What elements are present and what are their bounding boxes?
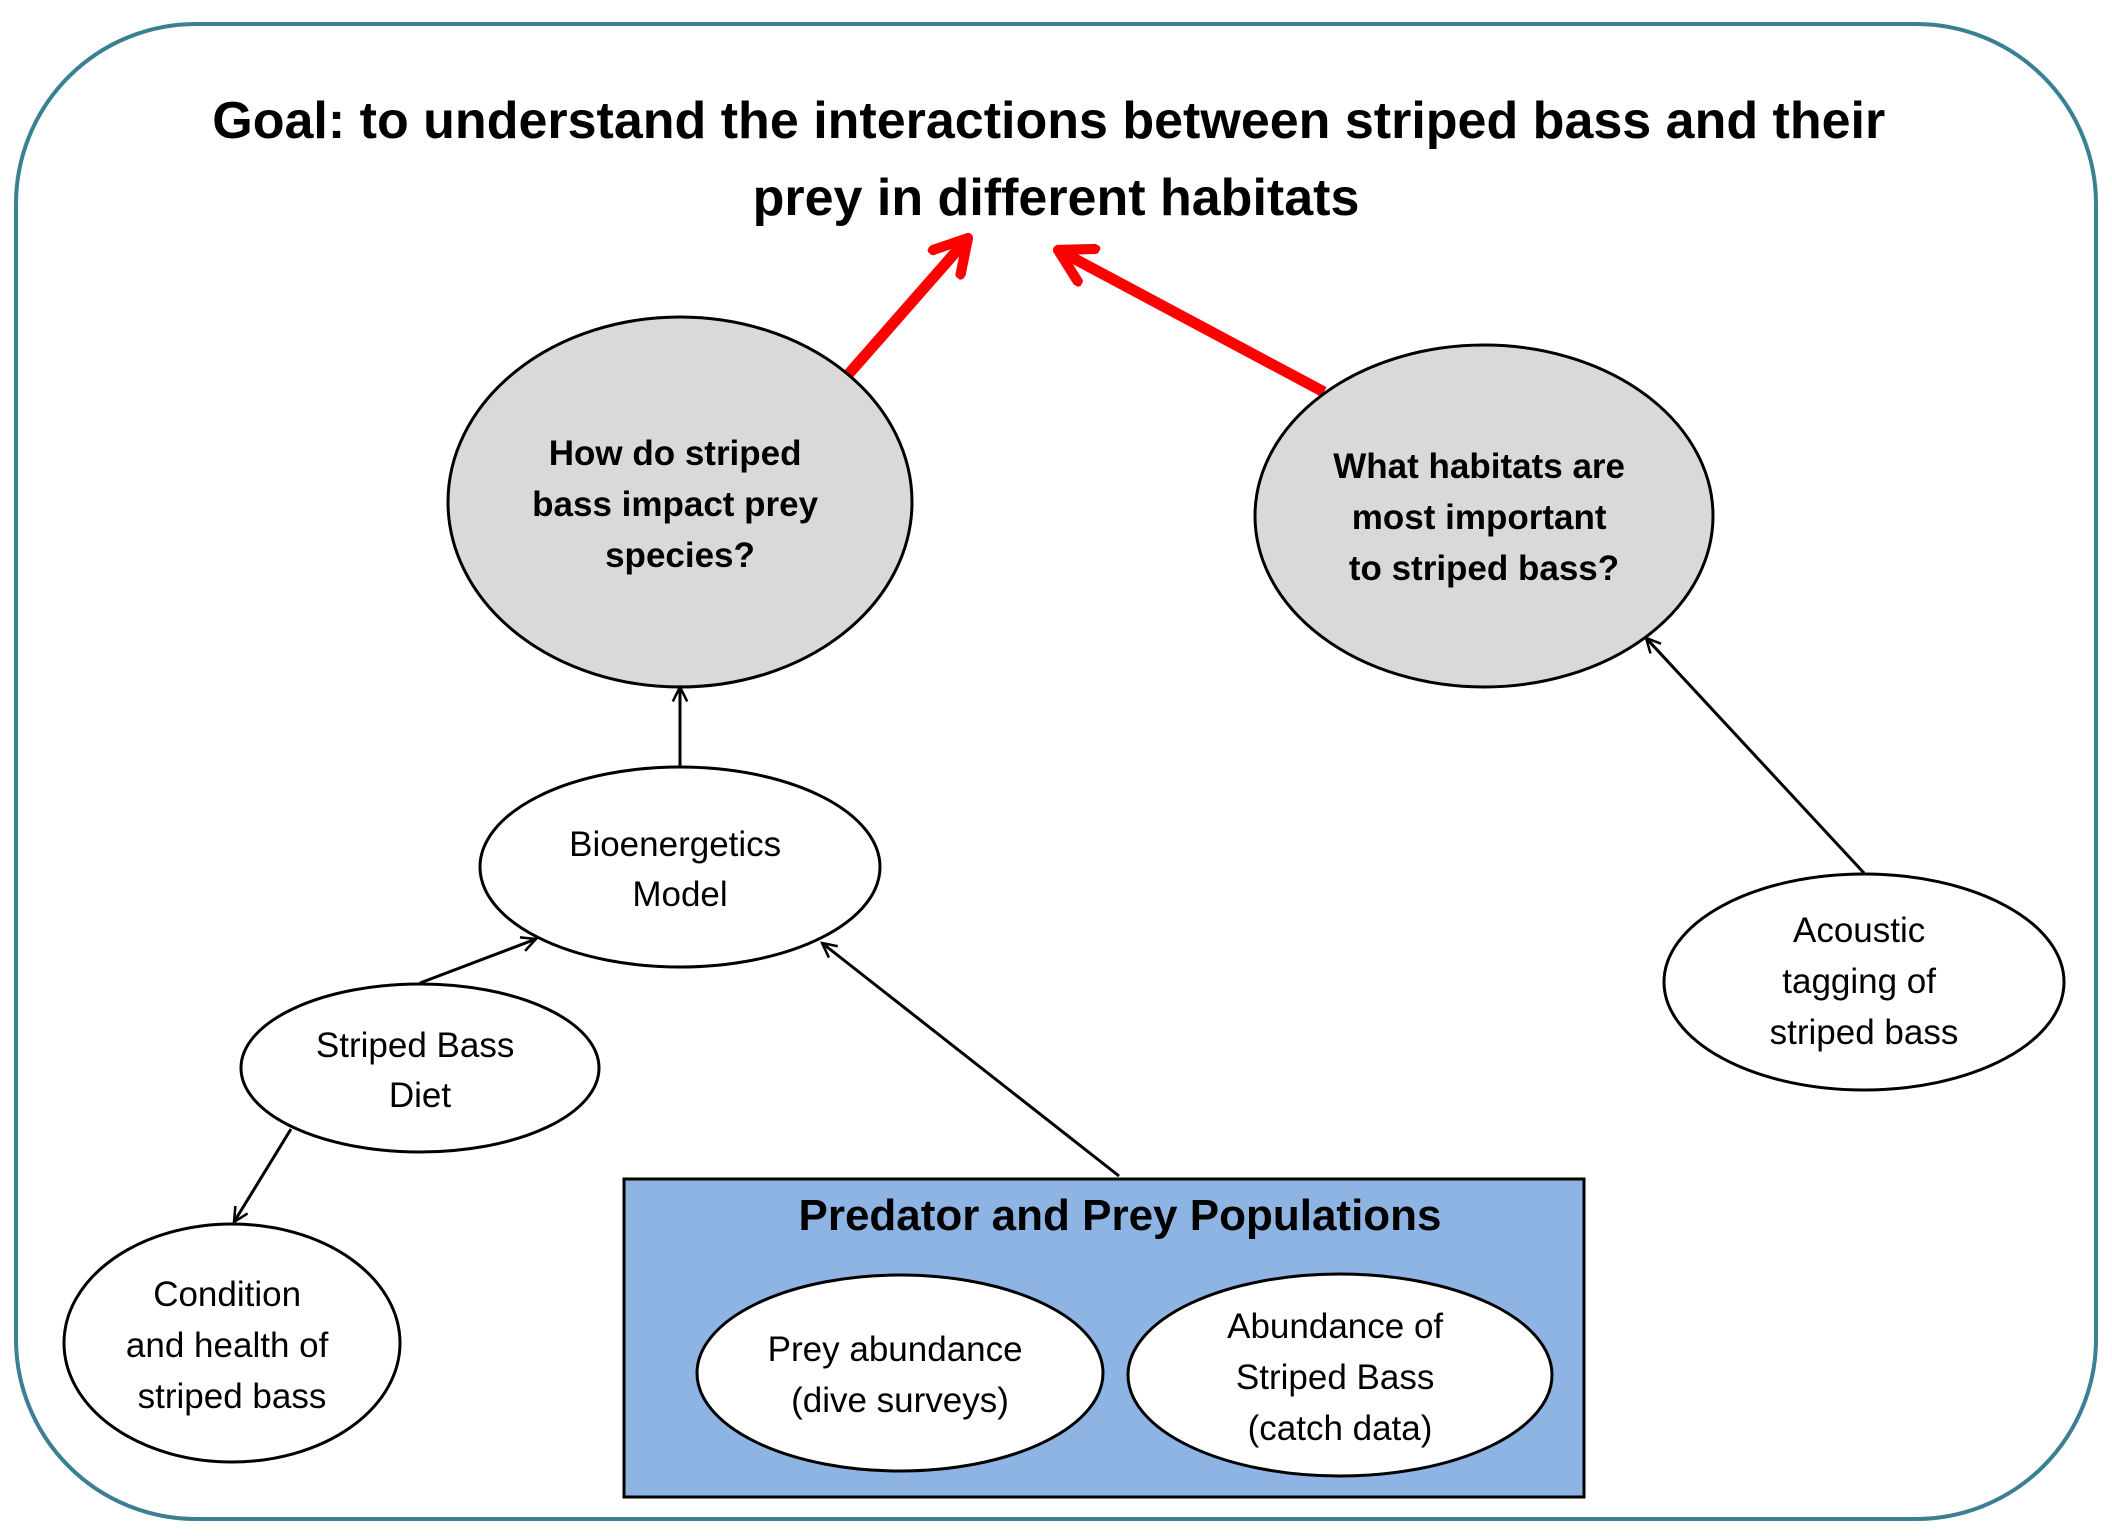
- arrow-diet-to-bioenergetics: [419, 939, 536, 985]
- node-diet-line-2: Diet: [389, 1076, 452, 1115]
- node-prey-abundance[interactable]: Prey abundance (dive surveys): [695, 1273, 1105, 1473]
- goal-title-line-2: prey in different habitats: [753, 169, 1360, 227]
- svg-text:Abundance of Striped B: Abundance of Striped Bass (catch data): [1227, 1307, 1453, 1448]
- node-condition-line-3: striped bass: [138, 1377, 327, 1416]
- question-habitats-line-3: to striped bass?: [1349, 549, 1619, 588]
- question-impact-line-1: How do striped: [549, 434, 802, 473]
- populations-box-title: Predator and Prey Populations: [798, 1191, 1441, 1240]
- question-habitats-line-1: What habitats are: [1333, 447, 1625, 486]
- node-diet[interactable]: Striped Bass Diet: [239, 982, 601, 1154]
- node-bass-abundance-line-2: Striped Bass: [1236, 1358, 1434, 1397]
- node-bass-abundance-line-1: Abundance of: [1227, 1307, 1443, 1346]
- svg-text:Bioenergetics Model: Bioenergetics Model: [569, 825, 791, 914]
- node-acoustic-line-1: Acoustic: [1793, 911, 1925, 950]
- populations-box[interactable]: Predator and Prey Populations Prey abund…: [622, 1177, 1586, 1499]
- goal-title-line-1: Goal: to understand the interactions bet…: [212, 92, 1885, 150]
- node-prey-abundance-line-1: Prey abundance: [768, 1330, 1023, 1369]
- node-acoustic[interactable]: Acoustic tagging of striped bass: [1662, 872, 2066, 1092]
- svg-text:How do striped bass impa: How do striped bass impact prey species?: [532, 434, 828, 575]
- arrow-habitats-to-goal: [1058, 250, 1327, 397]
- svg-text:What habitats are most i: What habitats are most important to stri…: [1333, 447, 1634, 588]
- arrow-acoustic-to-habitats: [1646, 638, 1866, 875]
- node-acoustic-line-3: striped bass: [1770, 1013, 1959, 1052]
- node-condition-line-2: and health of: [126, 1326, 329, 1365]
- question-impact-line-2: bass impact prey: [532, 485, 818, 524]
- question-habitats[interactable]: What habitats are most important to stri…: [1253, 343, 1715, 689]
- node-bass-abundance-line-3: (catch data): [1248, 1409, 1433, 1448]
- node-prey-abundance-line-2: (dive surveys): [791, 1381, 1009, 1420]
- node-acoustic-line-2: tagging of: [1782, 962, 1936, 1001]
- node-diet-line-1: Striped Bass: [316, 1026, 514, 1065]
- svg-text:Prey abundance (dive s: Prey abundance (dive surveys): [768, 1330, 1033, 1420]
- node-condition[interactable]: Condition and health of striped bass: [62, 1222, 402, 1464]
- arrow-impact-to-goal: [841, 238, 968, 381]
- svg-text:Acoustic tagging of: Acoustic tagging of striped bass: [1770, 911, 1959, 1052]
- arrow-populations-to-bioenergetics: [822, 943, 1120, 1178]
- node-bioenergetics-line-2: Model: [632, 875, 727, 914]
- arrow-diet-to-condition: [234, 1128, 293, 1222]
- question-habitats-line-2: most important: [1352, 498, 1607, 537]
- question-impact-line-3: species?: [605, 536, 755, 575]
- node-bioenergetics[interactable]: Bioenergetics Model: [478, 765, 882, 969]
- node-condition-line-1: Condition: [153, 1275, 301, 1314]
- question-impact[interactable]: How do striped bass impact prey species?: [446, 315, 914, 689]
- node-bass-abundance[interactable]: Abundance of Striped Bass (catch data): [1126, 1272, 1554, 1478]
- svg-text:Striped Bass Diet: Striped Bass Diet: [316, 1026, 524, 1115]
- svg-text:Condition and health of: Condition and health of striped bass: [126, 1275, 338, 1416]
- node-bioenergetics-line-1: Bioenergetics: [569, 825, 781, 864]
- goal-title: Goal: to understand the interactions bet…: [212, 92, 1899, 227]
